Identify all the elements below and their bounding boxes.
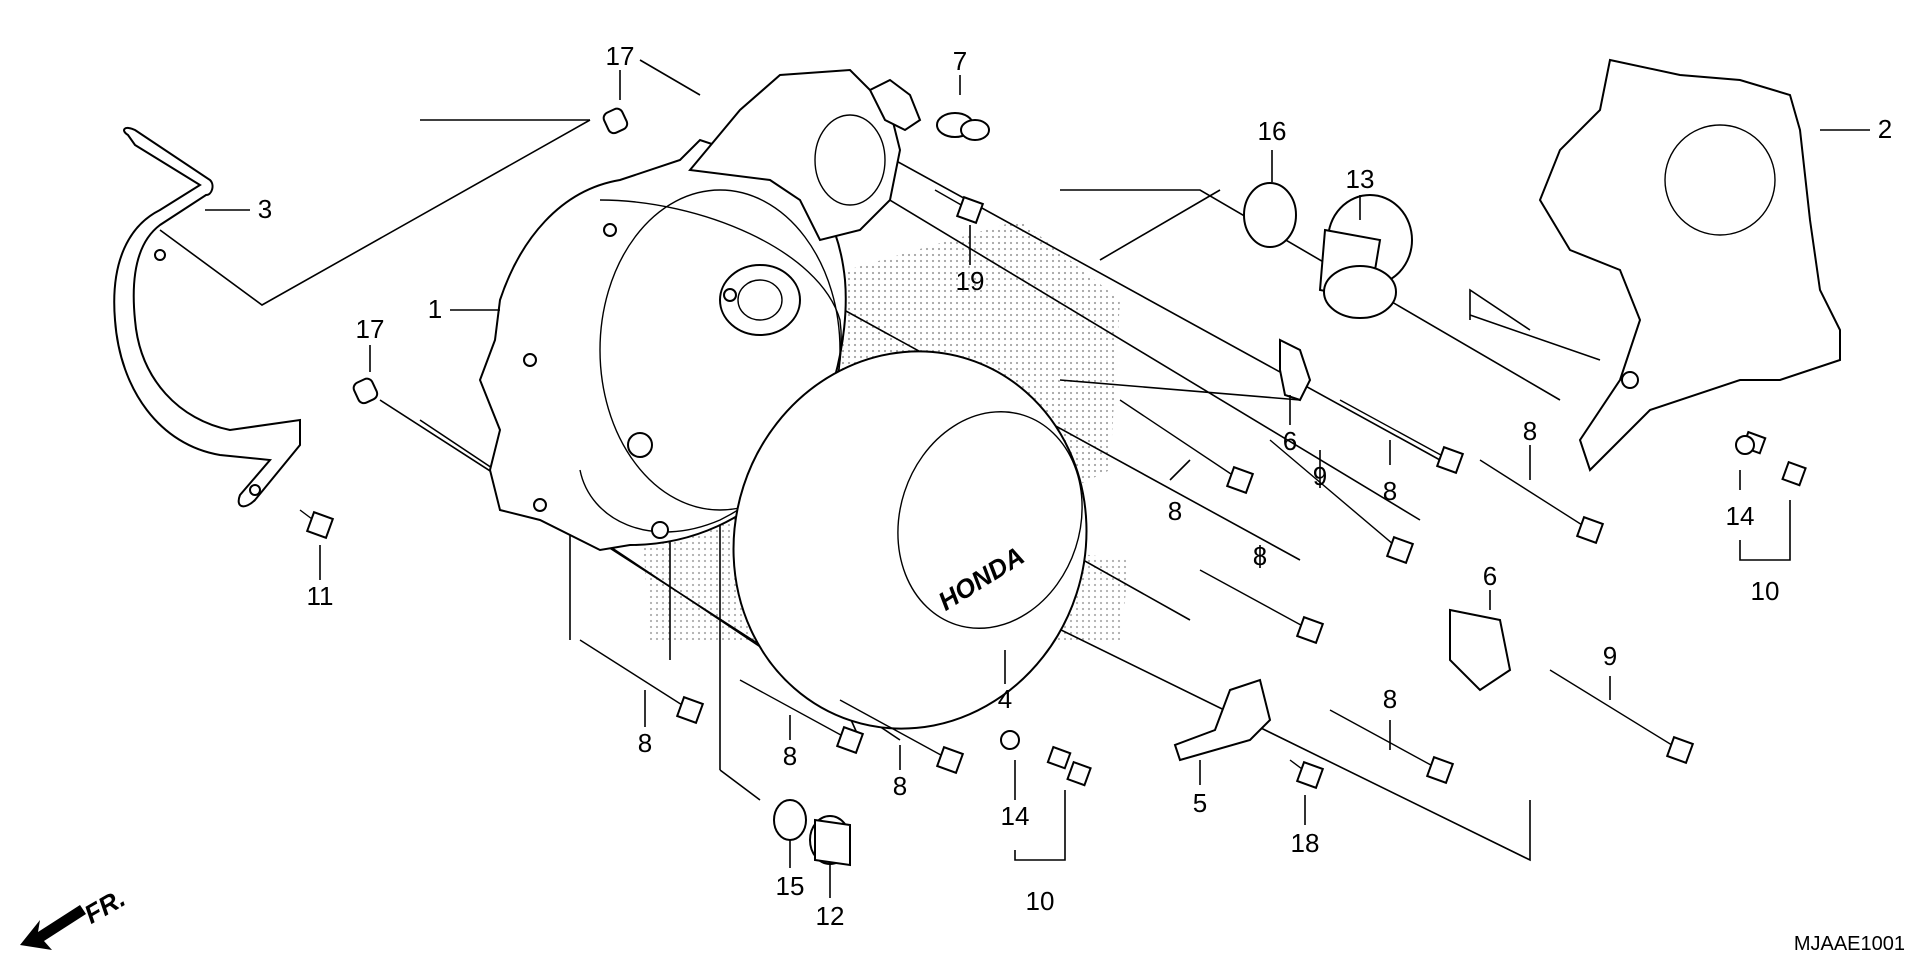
callout-8: 8	[1168, 496, 1182, 526]
callout-3: 3	[258, 194, 272, 224]
callout-8: 8	[893, 771, 907, 801]
part-6-clamps	[1279, 338, 1512, 692]
bolts	[299, 189, 1807, 790]
callout-9: 9	[1603, 641, 1617, 671]
part-16-o-ring	[1243, 182, 1297, 248]
callout-19: 19	[956, 266, 985, 296]
callout-8: 8	[1253, 541, 1267, 571]
callout-16: 16	[1258, 116, 1287, 146]
callout-10: 10	[1026, 886, 1055, 916]
callout-5: 5	[1193, 788, 1207, 818]
callout-lines	[205, 70, 1870, 898]
callout-8: 8	[638, 728, 652, 758]
callout-8: 8	[1383, 684, 1397, 714]
front-direction-arrow: FR.	[20, 883, 130, 950]
part-5-bracket	[1173, 678, 1272, 762]
callout-17: 17	[356, 314, 385, 344]
callout-14: 14	[1726, 501, 1755, 531]
callout-labels: 17 7 2 3 16 13 19 1 17 6 8 9 8 8 14 10 1…	[258, 41, 1892, 931]
callout-8: 8	[1523, 416, 1537, 446]
callout-7: 7	[953, 46, 967, 76]
callout-6: 6	[1483, 561, 1497, 591]
callout-15: 15	[776, 871, 805, 901]
upper-housing	[688, 68, 922, 242]
callout-10: 10	[1751, 576, 1780, 606]
callout-4: 4	[998, 684, 1012, 714]
callout-1: 1	[428, 294, 442, 324]
part-17-dowels	[352, 107, 629, 405]
callout-13: 13	[1346, 164, 1375, 194]
part-12-15-plug	[773, 799, 851, 867]
callout-2: 2	[1878, 114, 1892, 144]
callout-17: 17	[606, 41, 635, 71]
callout-6: 6	[1283, 426, 1297, 456]
part-2-cover	[1538, 58, 1841, 472]
part-13-plug	[1318, 194, 1413, 319]
callout-12: 12	[816, 901, 845, 931]
callout-14: 14	[1001, 801, 1030, 831]
part-4-outer-cover: HONDA	[732, 350, 1088, 730]
callout-9: 9	[1313, 461, 1327, 491]
part-1-left-crankcase-cover	[478, 138, 847, 552]
callout-11: 11	[307, 581, 334, 611]
callout-8: 8	[1383, 476, 1397, 506]
callout-8: 8	[783, 741, 797, 771]
diagram-code: MJAAE1001	[1794, 933, 1905, 955]
part-3-bracket	[113, 126, 301, 508]
direction-label: FR.	[79, 883, 130, 930]
callout-18: 18	[1291, 828, 1320, 858]
part-7-grommet	[936, 112, 990, 141]
